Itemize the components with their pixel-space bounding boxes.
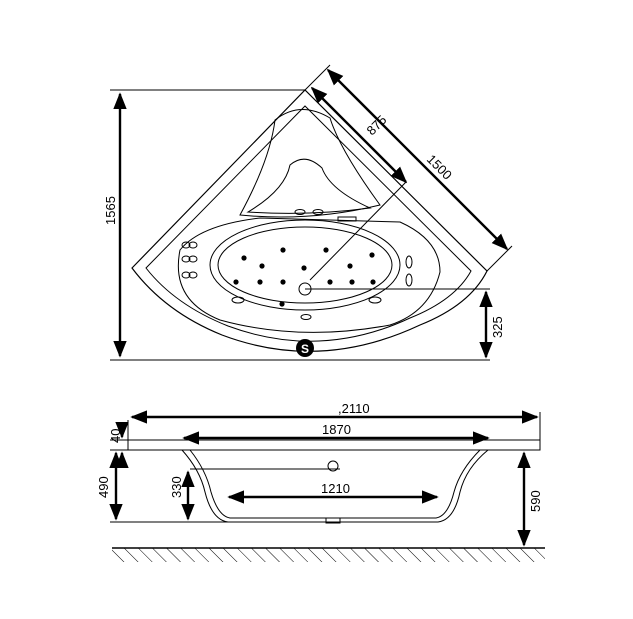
dim-label-590: 590 [528,490,543,512]
jet-dot [280,247,286,253]
overflow-icon [327,460,339,472]
jet-dot [259,263,265,269]
jet-dot [233,279,239,285]
jet-dot [301,265,307,271]
logo-letter: S [301,342,309,356]
drain-outlet [325,517,341,524]
jet-dots [233,247,376,307]
jet-dot [369,252,375,258]
basin-outline [177,217,441,333]
plan-view: S 1565 1500 875 325 [103,64,513,361]
dim-label-1210: 1210 [321,481,350,496]
jet-dot [257,279,263,285]
dim-label-875: 875 [364,112,390,138]
jet-dot [241,255,247,261]
dim-label-490: 490 [96,476,111,498]
tub-inner-rim [145,105,472,342]
dim-label-1870: 1870 [322,422,351,437]
jet-dot [279,301,285,307]
jet-dot [323,247,329,253]
dim-line-875 [310,86,408,184]
seat-oval-outer [209,219,401,311]
dim-label-325: 325 [490,316,505,338]
side-view: ,2110 1870 1210 40 490 330 590 [96,401,545,562]
jet-dot [327,279,333,285]
brand-logo: S [296,339,314,357]
jet-dot [370,279,376,285]
left-side-jets [181,241,198,279]
dim-label-1565: 1565 [103,196,118,225]
dim-label-2110: ,2110 [338,401,370,416]
jet-dot [280,279,286,285]
tub-body-outline [181,449,489,523]
seat-oval-inner [217,226,393,304]
tub-rim [127,439,541,451]
dim-label-330: 330 [169,476,184,498]
dim-label-1500: 1500 [424,152,455,183]
jet-dot [349,279,355,285]
tub-outer-outline [131,89,488,352]
right-side-jets [405,255,413,287]
dim-label-40: 40 [108,429,123,443]
jet-dot [347,263,353,269]
floor-hatch [112,548,545,562]
